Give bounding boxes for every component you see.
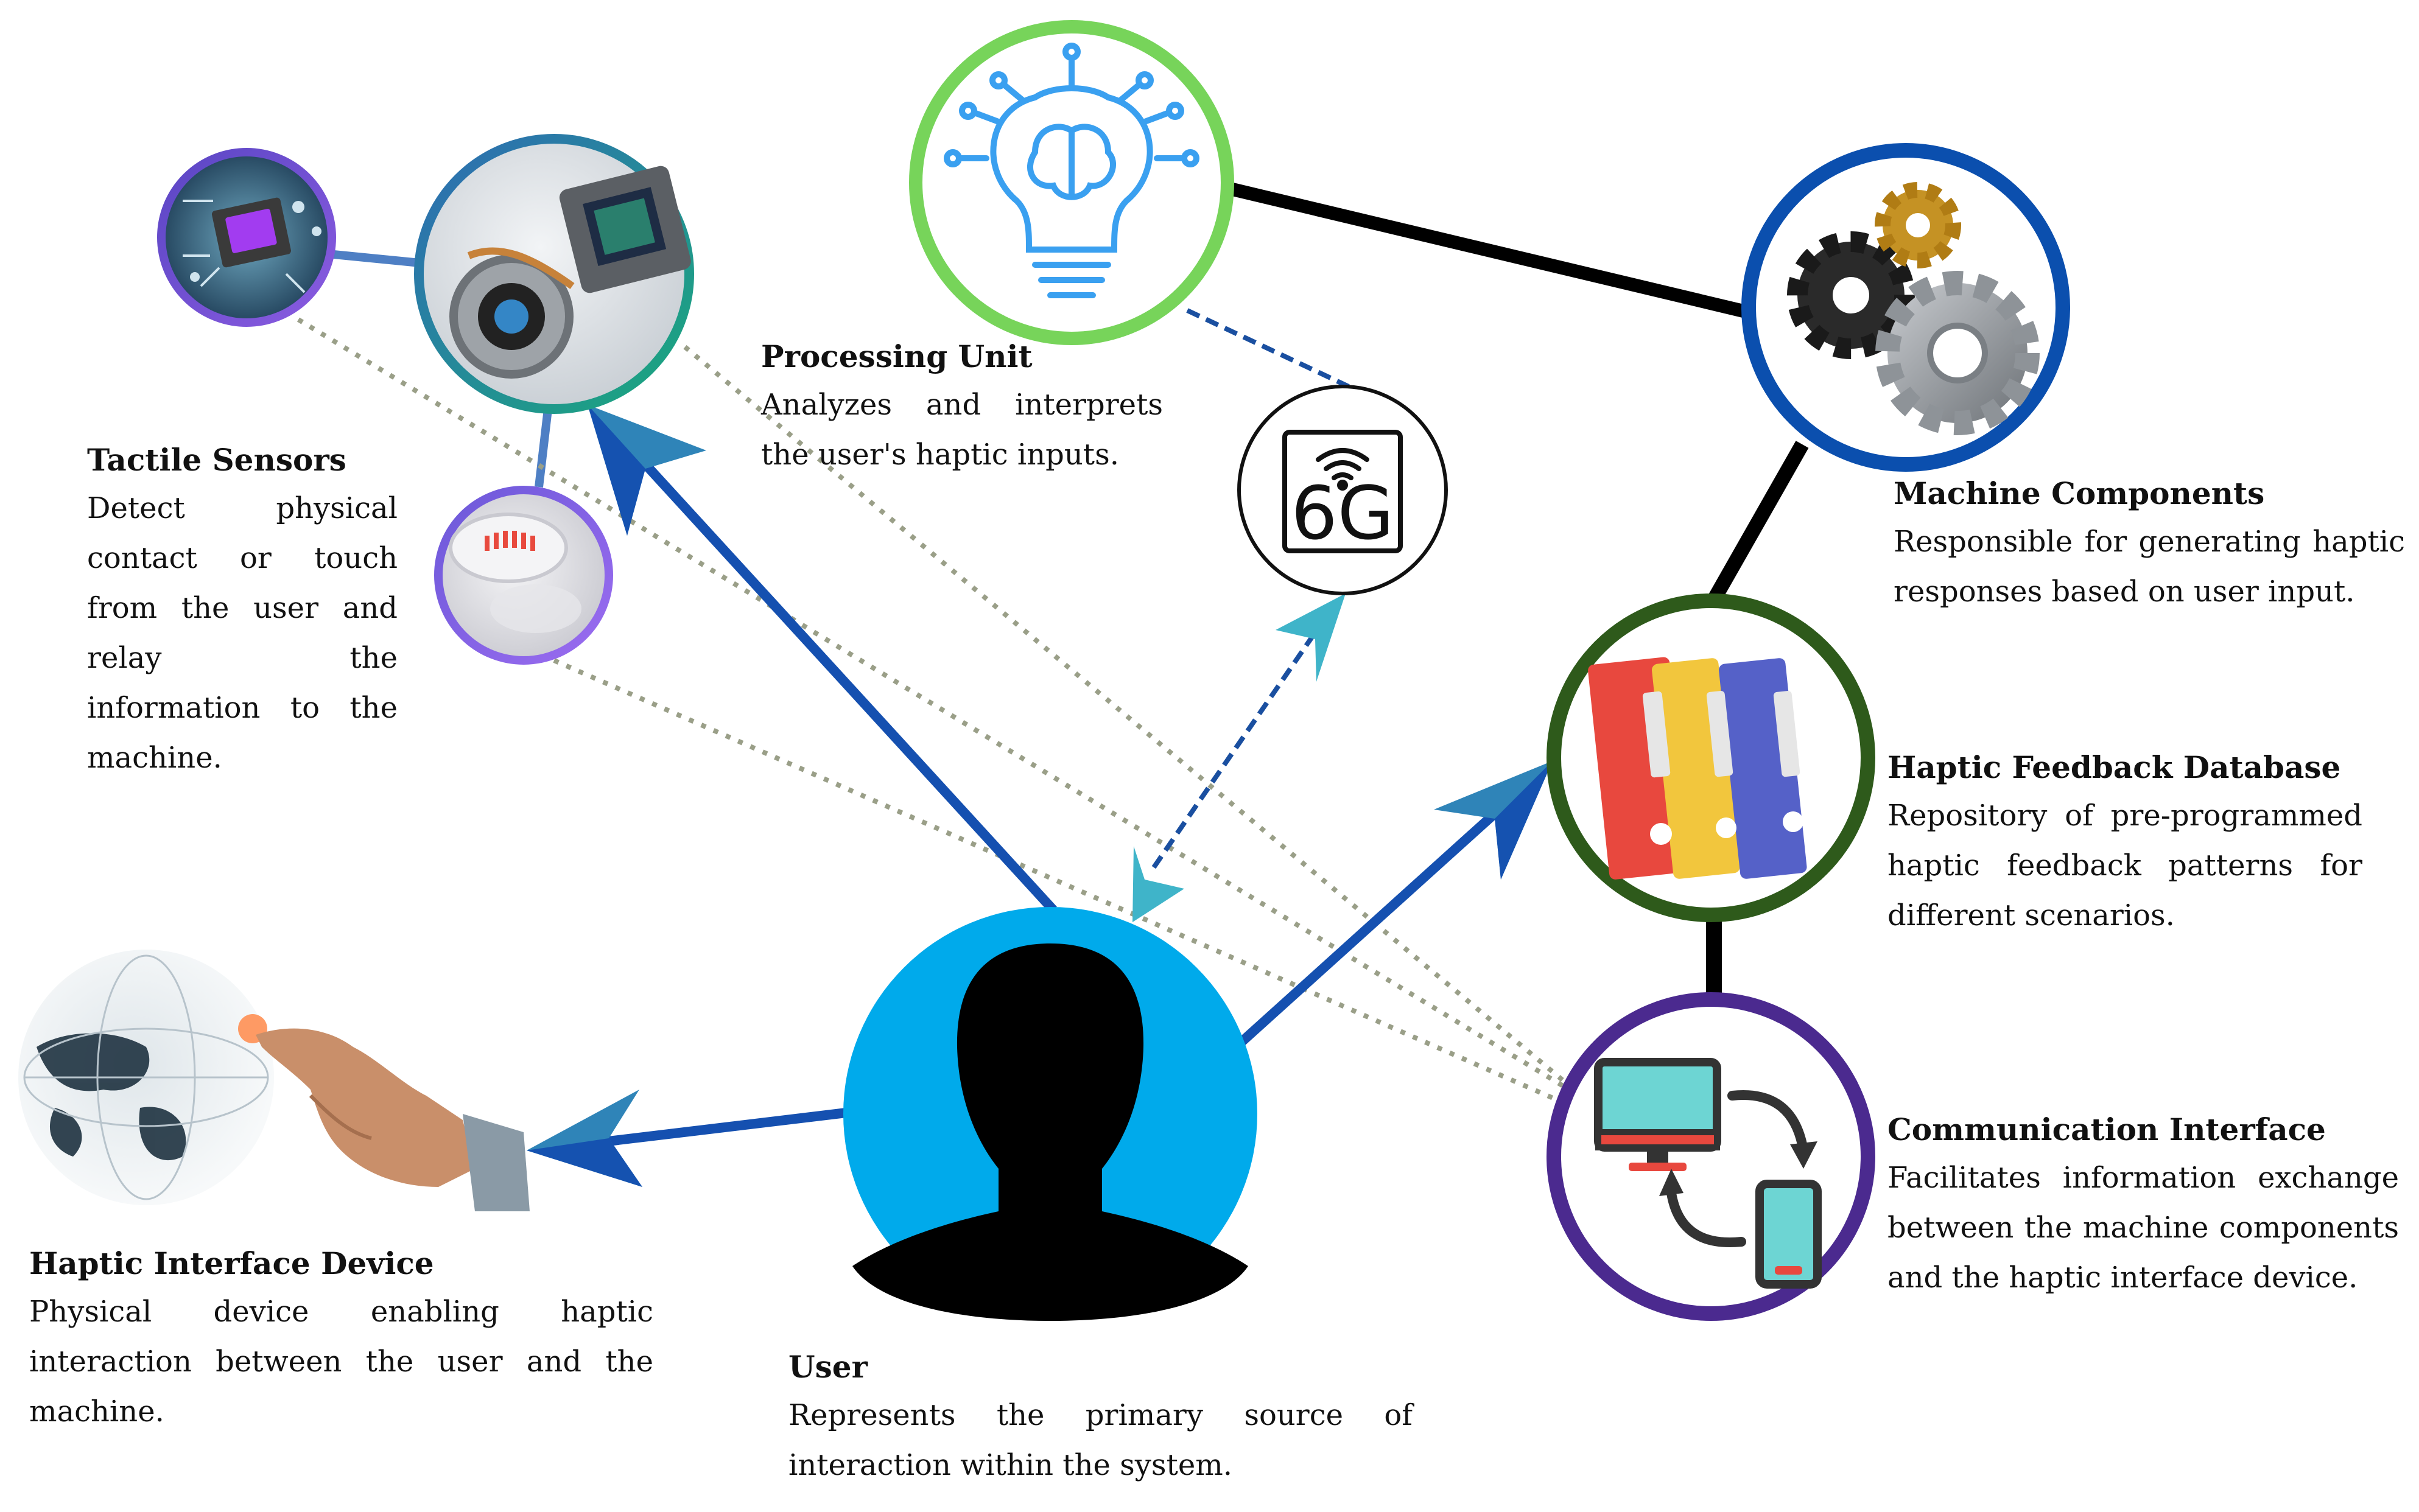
arrow-user-to-haptic-device: [527, 1090, 847, 1187]
link-camera-smoke: [535, 408, 552, 488]
tactile-sensors-description: Detect physical contact or touch from th…: [87, 491, 398, 775]
link-processing-machine: [1228, 182, 1755, 320]
tactile-sensor-smoke-node: [434, 486, 613, 665]
smoke-detector-icon: [449, 513, 581, 633]
network-6g-node: [1237, 385, 1448, 595]
haptic-feedback-database-node: [1547, 593, 1875, 922]
network-6g-label: 6G: [1291, 472, 1394, 556]
camera-sensor-icon: [449, 166, 691, 379]
wifi-icon: [1316, 448, 1369, 491]
arrow-user-to-database: [1232, 761, 1553, 1051]
link-chip-camera: [333, 250, 421, 267]
communication-interface-node: [1547, 992, 1875, 1321]
circuit-chip-icon: [183, 197, 321, 293]
dashed-link-user-6g: [1132, 593, 1346, 922]
haptic-interface-device-label: Haptic Interface Device Physical device …: [29, 1245, 653, 1437]
dashed-link-processing-6g: [1186, 308, 1350, 389]
communication-interface-label: Communication Interface Facilitates info…: [1887, 1111, 2399, 1303]
hand-touch-globe-icon: [23, 954, 530, 1211]
binders-icon: [1588, 657, 1807, 880]
haptic-interface-device-node: [18, 950, 530, 1211]
gears-icon: [1787, 182, 2040, 435]
user-node: [843, 907, 1257, 1321]
user-title: User: [788, 1349, 868, 1385]
arrow-user-to-tactile: [588, 405, 1057, 914]
tactile-sensors-title: Tactile Sensors: [87, 442, 346, 478]
processing-unit-label: Processing Unit Analyzes and interprets …: [761, 338, 1163, 480]
machine-components-node: [1741, 143, 2070, 472]
machine-components-label: Machine Components Responsible for gener…: [1894, 475, 2405, 617]
brain-lightbulb-icon: [944, 43, 1199, 298]
haptic-feedback-database-title: Haptic Feedback Database: [1887, 749, 2341, 785]
user-description: Represents the primary source of interac…: [788, 1398, 1413, 1482]
haptic-feedback-database-label: Haptic Feedback Database Repository of p…: [1887, 749, 2362, 940]
dotted-links: [297, 317, 1594, 1116]
machine-components-description: Responsible for generating haptic respon…: [1894, 524, 2405, 609]
monitor-phone-sync-icon: [1594, 1058, 1822, 1289]
machine-components-title: Machine Components: [1894, 475, 2265, 511]
haptic-feedback-database-description: Repository of pre-programmed haptic feed…: [1887, 798, 2362, 933]
processing-unit-node: [909, 20, 1234, 345]
tactile-sensor-camera-node: [414, 134, 694, 414]
tactile-sensors-label: Tactile Sensors Detect physical contact …: [87, 441, 398, 783]
communication-interface-title: Communication Interface: [1887, 1111, 2326, 1147]
tactile-sensor-chip-node: [157, 148, 336, 327]
user-silhouette-icon: [852, 943, 1248, 1321]
communication-interface-description: Facilitates information exchange between…: [1887, 1160, 2399, 1295]
processing-unit-title: Processing Unit: [761, 338, 1033, 374]
user-label: User Represents the primary source of in…: [788, 1348, 1413, 1490]
haptic-interface-device-title: Haptic Interface Device: [29, 1245, 434, 1281]
link-machine-database: [1707, 441, 1809, 603]
processing-unit-description: Analyzes and interprets the user's hapti…: [761, 387, 1163, 472]
haptic-interface-device-description: Physical device enabling haptic interact…: [29, 1294, 653, 1429]
